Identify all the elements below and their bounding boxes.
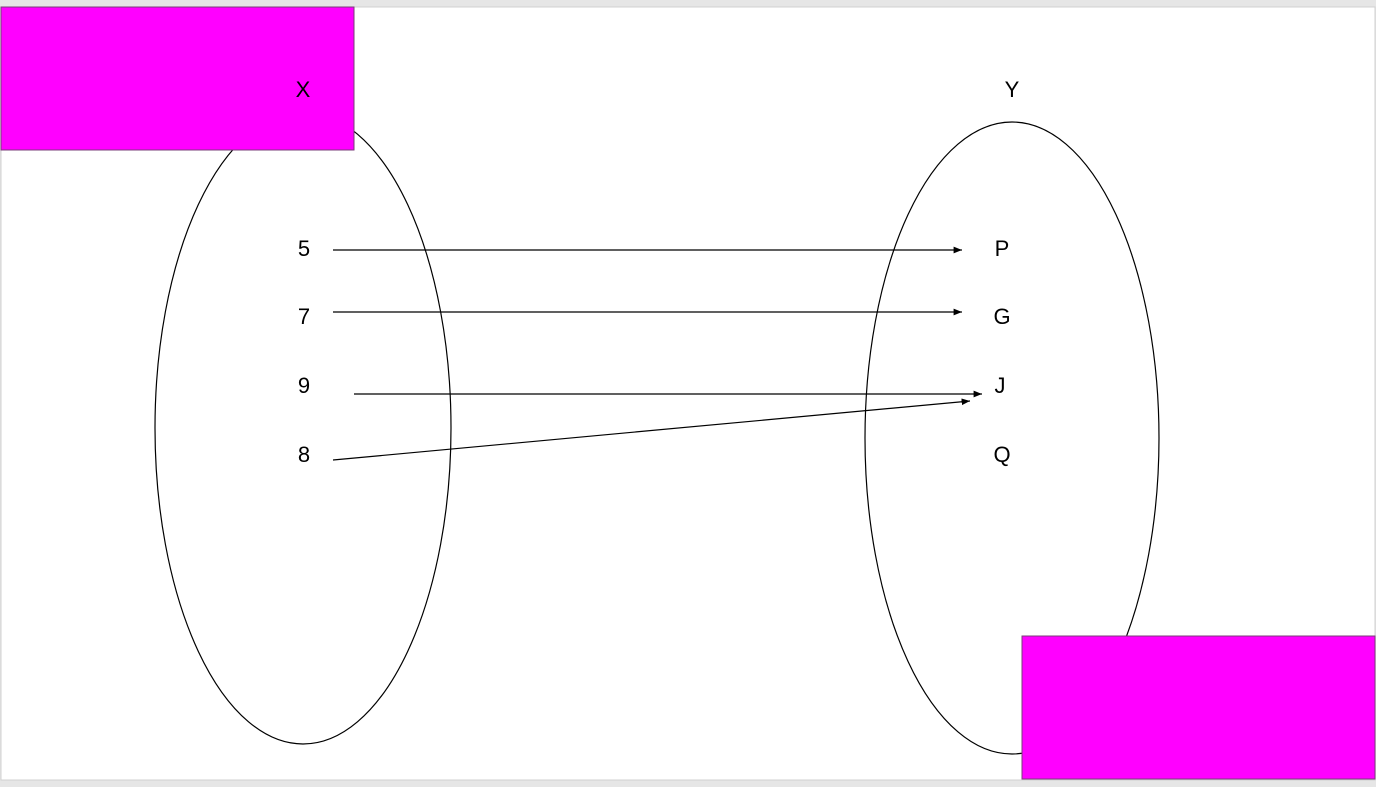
set-y-label: Y xyxy=(1005,77,1020,102)
mapping-arrow-8-to-j xyxy=(332,398,971,461)
set-x-element: 5 xyxy=(298,236,310,261)
set-y-element: Q xyxy=(993,442,1010,467)
highlight-box-top-left[interactable] xyxy=(0,6,355,151)
set-y-element: P xyxy=(995,236,1010,261)
set-x-element: 8 xyxy=(298,442,310,467)
set-y-oval xyxy=(864,121,1160,755)
set-x-element: 7 xyxy=(298,304,310,329)
set-x-element: 9 xyxy=(298,373,310,398)
set-y-element: G xyxy=(993,304,1010,329)
set-x-label: X xyxy=(296,77,311,102)
set-y-element: J xyxy=(995,373,1006,398)
highlight-box-bottom-right[interactable] xyxy=(1021,635,1376,780)
